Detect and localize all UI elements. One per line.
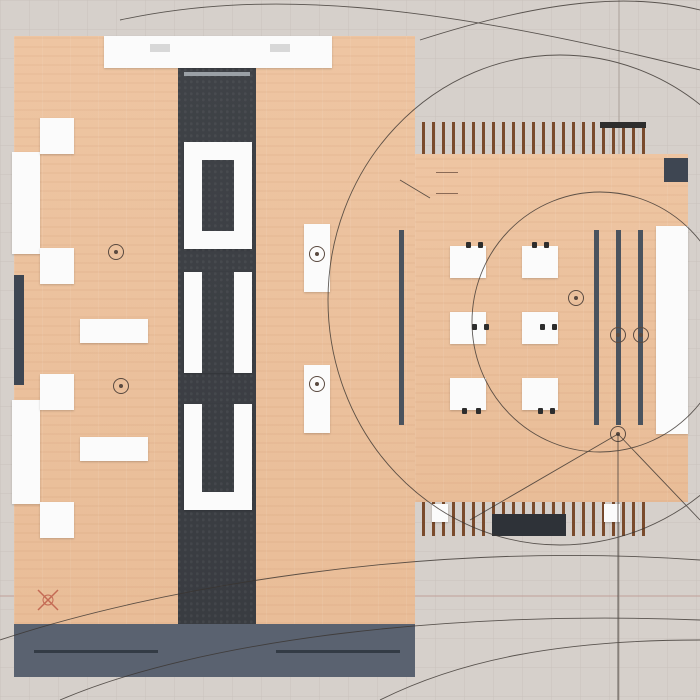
light-fixture-icon	[610, 426, 626, 442]
left-wall-unit-bottom[interactable]	[12, 400, 40, 504]
hall-table-5[interactable]	[450, 378, 486, 410]
left-wall-shelf-top-b[interactable]	[40, 248, 74, 284]
carpet-header-strip	[184, 72, 250, 76]
chair	[476, 408, 481, 414]
display-frame-bottom[interactable]	[184, 404, 252, 510]
chair	[538, 408, 543, 414]
band-line-right	[276, 650, 400, 653]
chair	[552, 324, 557, 330]
light-fixture-icon	[309, 246, 325, 262]
display-frame-top[interactable]	[184, 142, 252, 249]
reception-counter[interactable]	[104, 36, 332, 68]
chair	[462, 408, 467, 414]
left-table-top[interactable]	[80, 319, 148, 343]
hall-table-2[interactable]	[522, 246, 558, 278]
slat-bottom-block-b	[604, 504, 620, 522]
chair	[550, 408, 555, 414]
hall-table-3[interactable]	[450, 312, 486, 344]
hall-bar-a	[594, 230, 599, 425]
light-fixture-icon	[610, 327, 626, 343]
hall-table-1[interactable]	[450, 246, 486, 278]
left-wall-shelf-bottom-b[interactable]	[40, 502, 74, 538]
light-fixture-icon	[568, 290, 584, 306]
slat-row-bottom-bar	[492, 514, 566, 536]
chair	[544, 242, 549, 248]
light-fixture-icon	[108, 244, 124, 260]
chair	[472, 324, 477, 330]
chair	[540, 324, 545, 330]
hall-right-counter[interactable]	[656, 226, 688, 434]
band-line-left	[34, 650, 158, 653]
left-wall-unit-top[interactable]	[12, 152, 40, 254]
counter-screen-a	[150, 44, 170, 52]
hall-corner-block	[664, 158, 688, 182]
cross-marker-icon	[36, 588, 60, 612]
counter-screen-b	[270, 44, 290, 52]
light-fixture-icon	[309, 376, 325, 392]
left-wall-shelf-bottom-a[interactable]	[40, 374, 74, 410]
hall-entrance-marks	[436, 172, 458, 194]
light-fixture-icon	[633, 327, 649, 343]
hall-bar-left	[399, 230, 404, 425]
chair	[532, 242, 537, 248]
chair	[478, 242, 483, 248]
left-wall-divider	[14, 275, 24, 385]
chair	[484, 324, 489, 330]
slat-row-top-dark	[600, 122, 646, 128]
left-wall-shelf-top-a[interactable]	[40, 118, 74, 154]
display-frame-middle[interactable]	[184, 272, 252, 373]
left-table-bottom[interactable]	[80, 437, 148, 461]
hall-table-6[interactable]	[522, 378, 558, 410]
light-fixture-icon	[113, 378, 129, 394]
chair	[466, 242, 471, 248]
slat-bottom-block-a	[432, 504, 448, 522]
